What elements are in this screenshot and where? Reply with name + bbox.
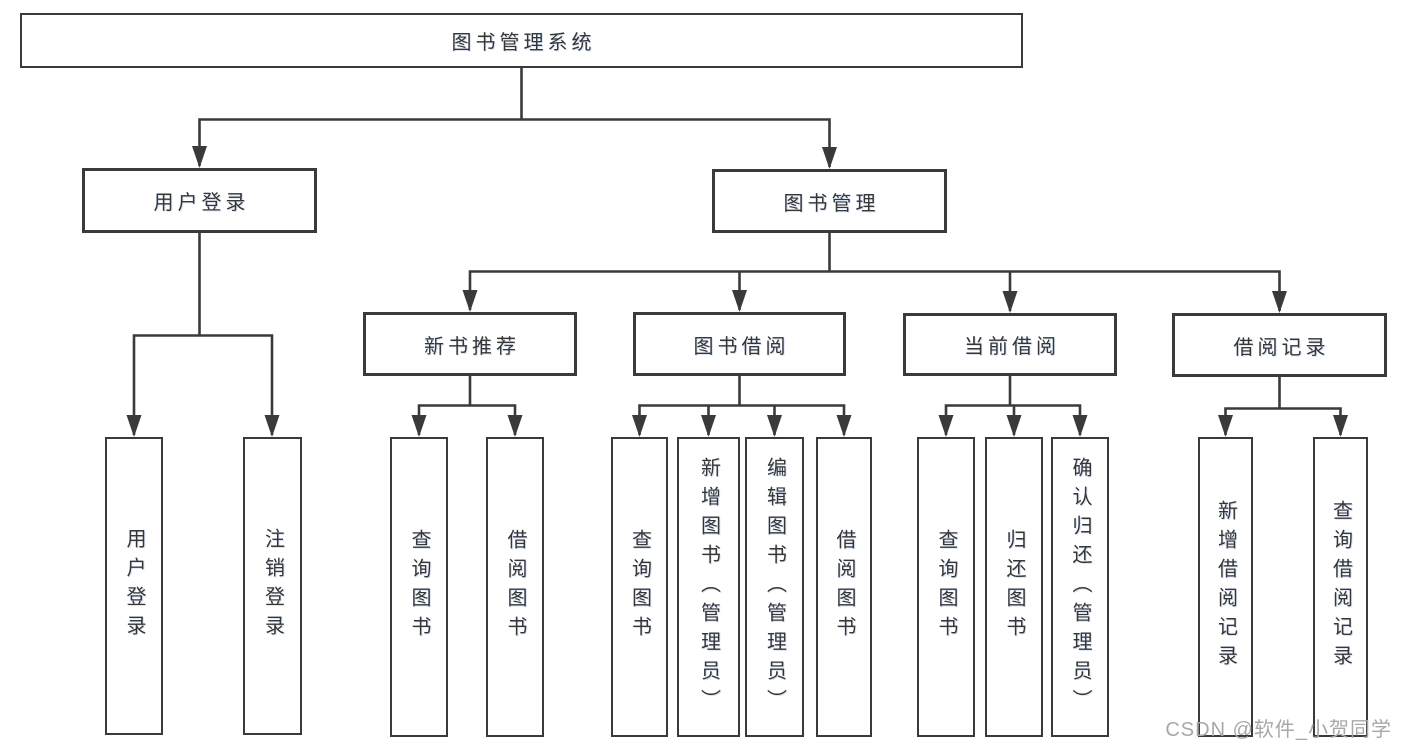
leaf-label: 查询图书: [935, 529, 957, 645]
node-leaf-cb-return-book: 归还图书: [985, 437, 1043, 737]
node-branch-user-login: 用户登录: [82, 168, 317, 233]
leaf-label: 查询借阅记录: [1329, 500, 1352, 674]
node-module-book-borrow: 图书借阅: [633, 312, 846, 376]
leaf-label: 归还图书: [1003, 529, 1025, 645]
leaf-label: 借阅图书: [833, 529, 855, 645]
node-leaf-cb-query-book: 查询图书: [917, 437, 975, 737]
node-leaf-br-add-record: 新增借阅记录: [1198, 437, 1253, 737]
node-module-new-book-recommend: 新书推荐: [363, 312, 577, 376]
node-leaf-br-query-record: 查询借阅记录: [1313, 437, 1368, 737]
leaf-label: 注销登录: [261, 528, 284, 644]
leaf-label: 编辑图书（管理员）: [763, 456, 786, 718]
leaf-label: 查询图书: [628, 529, 651, 645]
node-branch-book-management: 图书管理: [712, 169, 947, 233]
node-leaf-nbr-borrow-book: 借阅图书: [486, 437, 544, 737]
node-leaf-bb-query-book: 查询图书: [611, 437, 668, 737]
node-module-current-borrow: 当前借阅: [903, 313, 1117, 376]
csdn-watermark: CSDN @软件_小贺同学: [1165, 719, 1392, 741]
leaf-label: 确认归还（管理员）: [1069, 456, 1091, 718]
node-leaf-bb-add-book-admin: 新增图书（管理员）: [677, 437, 740, 737]
node-module-borrow-records: 借阅记录: [1172, 313, 1387, 377]
node-leaf-cb-confirm-return-admin: 确认归还（管理员）: [1051, 437, 1109, 737]
node-leaf-bb-edit-book-admin: 编辑图书（管理员）: [745, 437, 804, 737]
leaf-label: 借阅图书: [504, 529, 526, 645]
node-leaf-bb-borrow-book: 借阅图书: [816, 437, 872, 737]
node-root-system: 图书管理系统: [20, 13, 1023, 68]
leaf-label: 新增图书（管理员）: [697, 456, 720, 718]
node-leaf-user-login: 用户登录: [105, 437, 163, 735]
node-leaf-logout: 注销登录: [243, 437, 302, 735]
leaf-label: 查询图书: [408, 529, 430, 645]
node-leaf-nbr-query-book: 查询图书: [390, 437, 448, 737]
leaf-label: 新增借阅记录: [1214, 500, 1237, 674]
leaf-label: 用户登录: [123, 528, 145, 644]
